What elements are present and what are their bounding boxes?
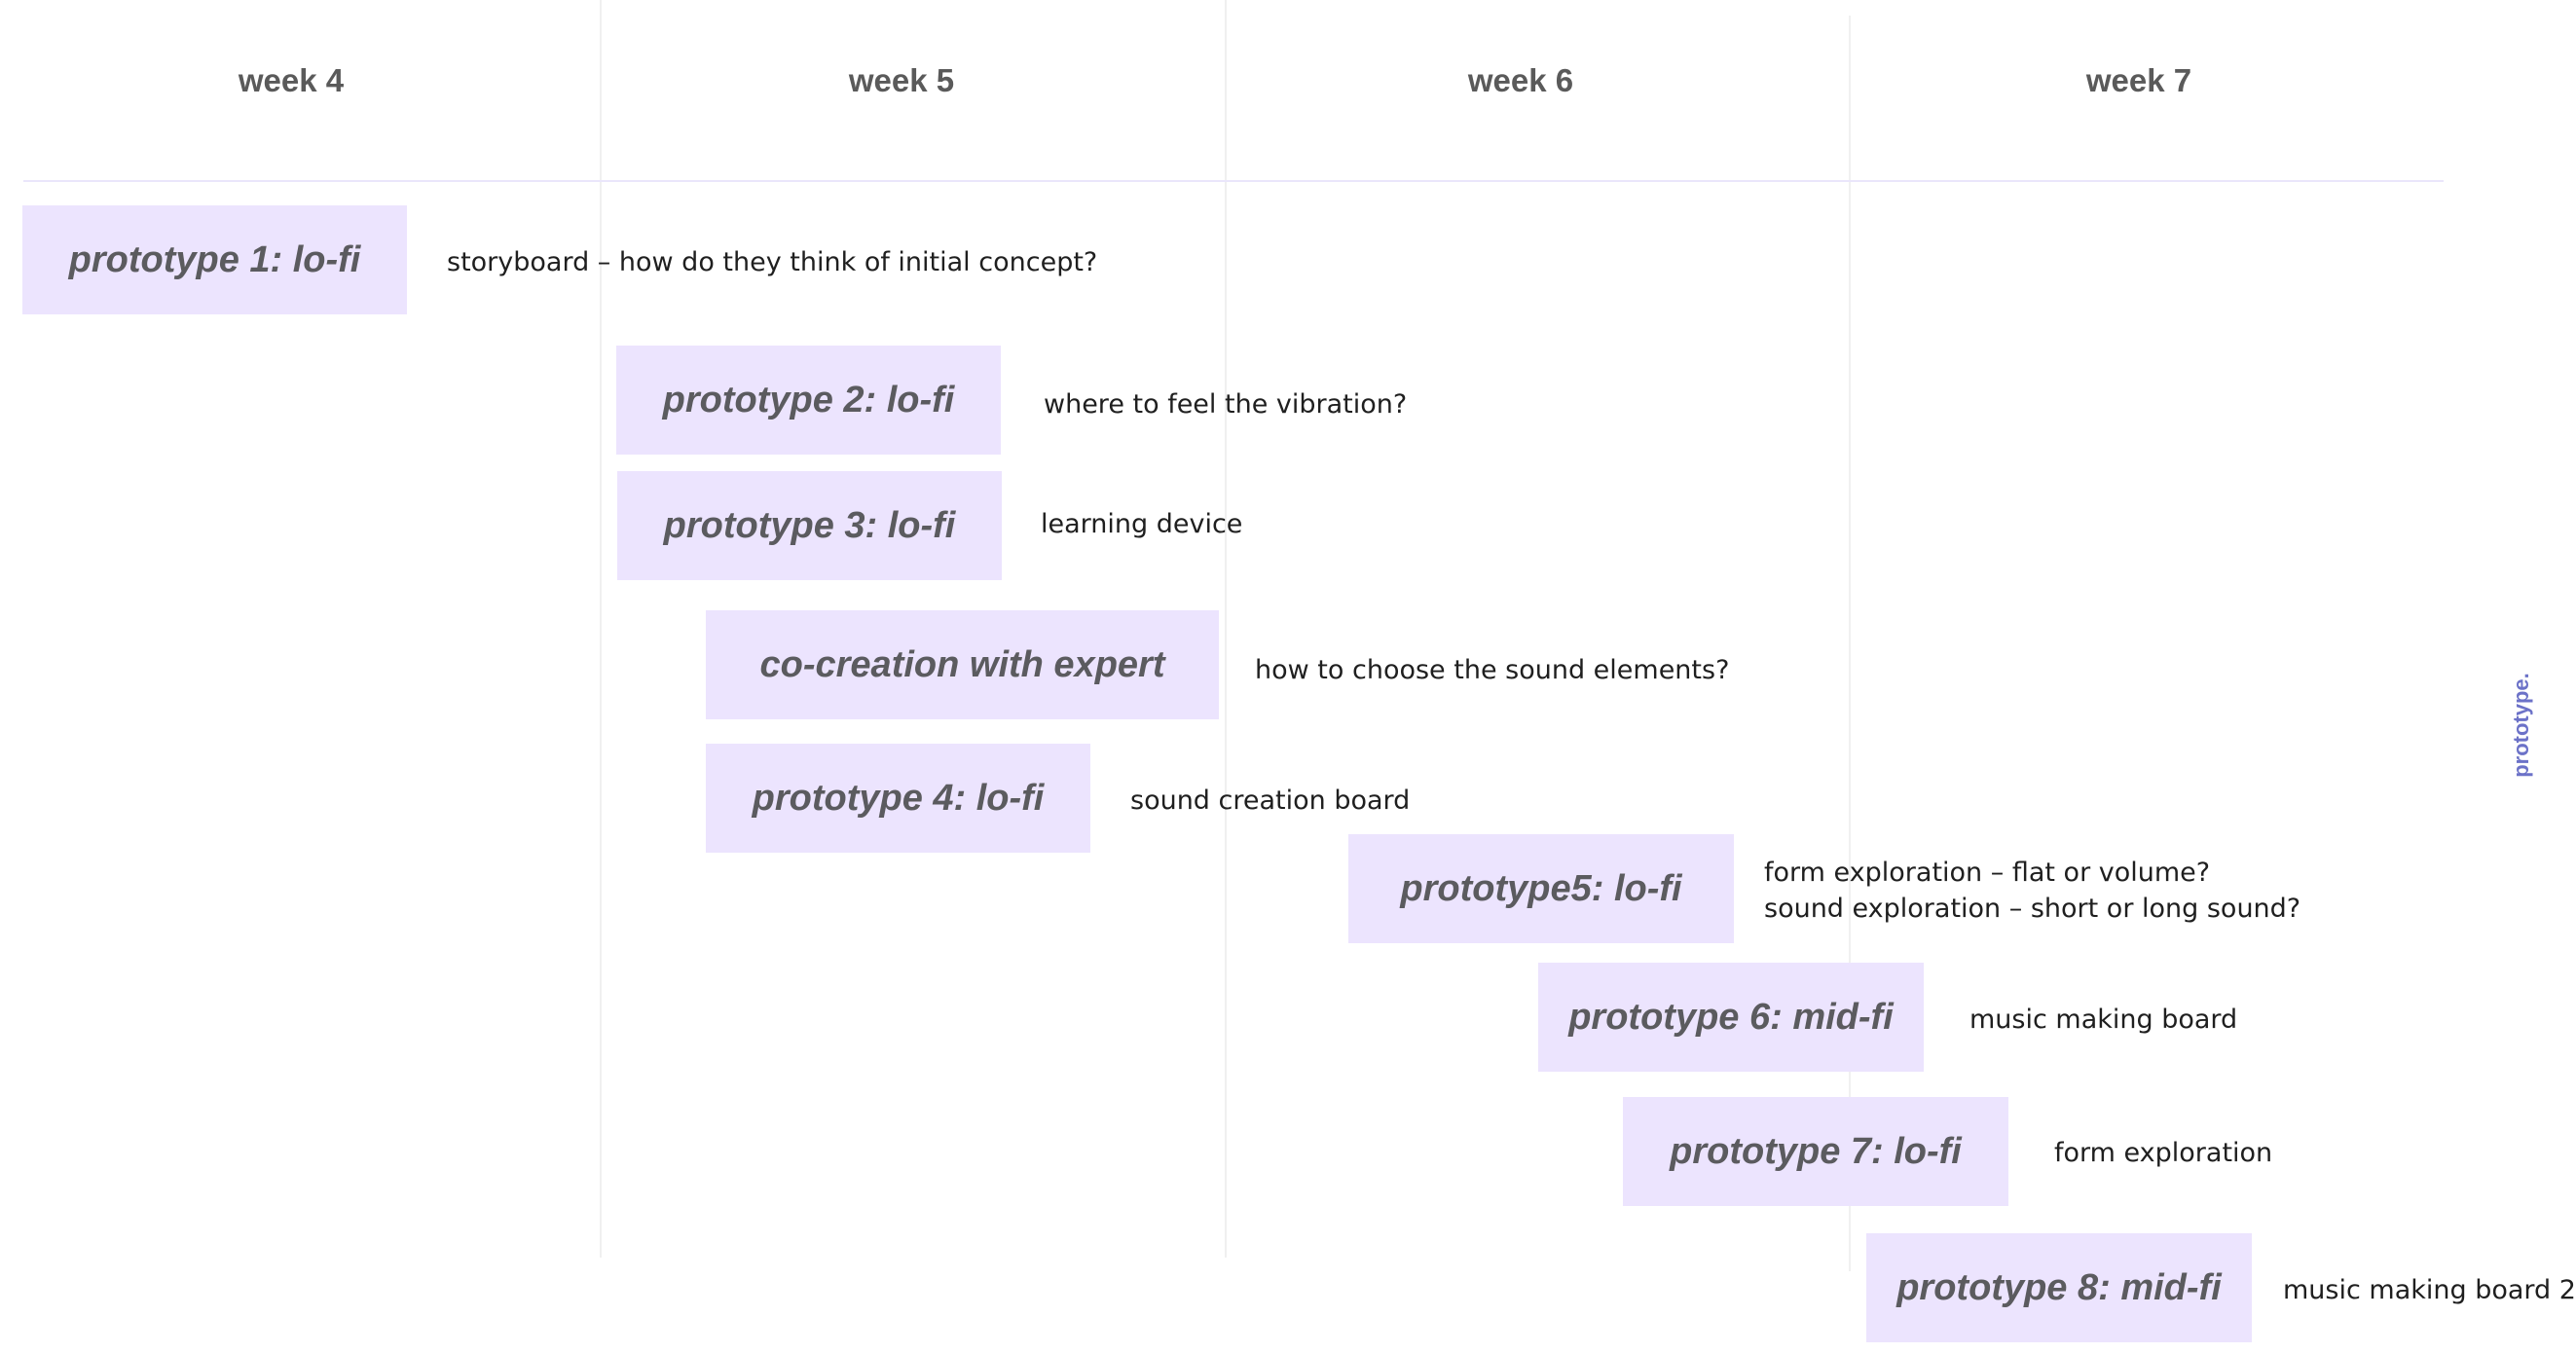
prototype-3-note: learning device [1041,509,1243,539]
prototype-5-box: prototype5: lo-fi [1348,834,1734,943]
prototype-8-label: prototype 8: mid-fi [1896,1266,2222,1308]
prototype-4-label: prototype 4: lo-fi [752,777,1045,819]
co-creation-label: co-creation with expert [759,643,1165,685]
prototype-7-note: form exploration [2054,1138,2273,1168]
prototype-2-box: prototype 2: lo-fi [616,346,1001,455]
prototype-4-note: sound creation board [1130,786,1411,816]
header-separator-line [23,180,2444,182]
prototype-6-box: prototype 6: mid-fi [1538,963,1924,1072]
prototype-1-label: prototype 1: lo-fi [68,238,361,280]
prototype-3-box: prototype 3: lo-fi [617,471,1002,580]
week-header-5: week 5 [848,62,955,98]
co-creation-note: how to choose the sound elements? [1255,655,1730,685]
prototype-7-box: prototype 7: lo-fi [1623,1097,2008,1206]
prototype-3-label: prototype 3: lo-fi [663,504,956,546]
week-header-7: week 7 [2085,62,2192,98]
prototype-5-note-line-2: sound exploration – short or long sound? [1764,894,2301,924]
prototype-8-box: prototype 8: mid-fi [1866,1233,2252,1342]
side-section-label: prototype. [2509,673,2533,778]
week-divider-line [600,0,602,1258]
prototype-1-box: prototype 1: lo-fi [22,205,407,314]
prototype-1-note: storyboard – how do they think of initia… [447,247,1098,277]
prototype-6-note: music making board [1969,1005,2238,1035]
prototype-5-note-line-1: form exploration – flat or volume? [1764,858,2211,888]
prototype-5-label: prototype5: lo-fi [1400,867,1682,909]
co-creation-box: co-creation with expert [706,610,1219,719]
week-header-4: week 4 [238,62,345,98]
prototype-2-note: where to feel the vibration? [1044,389,1408,420]
prototype-6-label: prototype 6: mid-fi [1568,996,1894,1038]
week-divider-line [1849,16,1851,1271]
prototype-2-label: prototype 2: lo-fi [662,379,955,421]
prototype-7-label: prototype 7: lo-fi [1670,1130,1962,1172]
prototype-8-note: music making board 2 [2283,1275,2576,1305]
prototype-4-box: prototype 4: lo-fi [706,744,1090,853]
week-header-6: week 6 [1467,62,1574,98]
week-divider-line [1225,0,1227,1258]
